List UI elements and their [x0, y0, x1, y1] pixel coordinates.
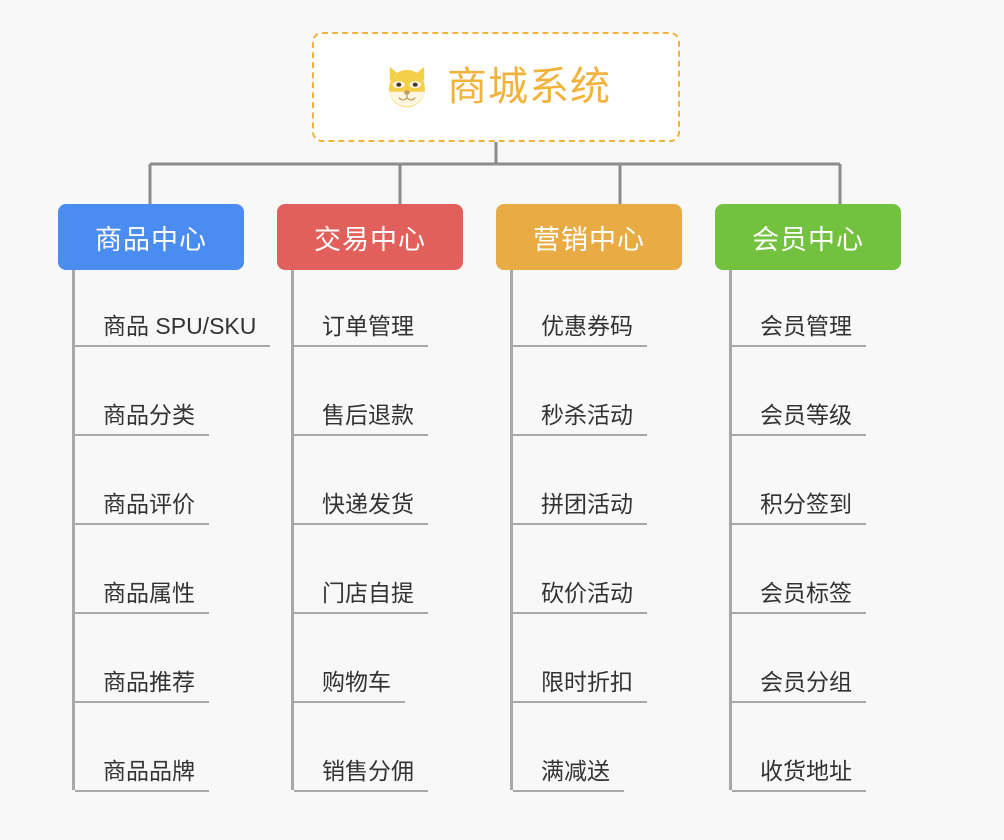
category-label: 会员中心	[752, 224, 864, 255]
category-column-marketing: 营销中心 优惠券码 秒杀活动 拼团活动 砍价活动 限时折扣	[496, 204, 715, 804]
list-item[interactable]: 收货地址	[729, 715, 934, 804]
list-item[interactable]: 商品属性	[72, 537, 277, 626]
leaf-label: 砍价活动	[541, 580, 633, 607]
list-item[interactable]: 满减送	[510, 715, 715, 804]
leaf-label: 商品品牌	[103, 758, 195, 785]
list-item[interactable]: 门店自提	[291, 537, 496, 626]
leaf-label: 订单管理	[322, 313, 414, 340]
leaf-label: 会员等级	[760, 402, 852, 429]
leaf-label: 商品属性	[103, 580, 195, 607]
list-item[interactable]: 售后退款	[291, 359, 496, 448]
list-item[interactable]: 限时折扣	[510, 626, 715, 715]
leaf-label: 售后退款	[322, 402, 414, 429]
leaf-label: 优惠券码	[541, 313, 633, 340]
list-item[interactable]: 会员分组	[729, 626, 934, 715]
leaf-label: 商品分类	[103, 402, 195, 429]
leaf-label: 快递发货	[322, 491, 414, 518]
list-item[interactable]: 商品 SPU/SKU	[72, 270, 277, 359]
leaf-label: 购物车	[322, 669, 391, 696]
root-title: 商城系统	[447, 65, 611, 109]
list-item[interactable]: 砍价活动	[510, 537, 715, 626]
leaf-label: 销售分佣	[322, 758, 414, 785]
branch-products: 商品 SPU/SKU 商品分类 商品评价 商品属性 商品推荐 商品品牌	[72, 270, 277, 804]
list-item[interactable]: 优惠券码	[510, 270, 715, 359]
list-item[interactable]: 积分签到	[729, 448, 934, 537]
category-box-member[interactable]: 会员中心	[715, 204, 901, 270]
root-node-mall-system[interactable]: 商城系统	[312, 32, 680, 142]
list-item[interactable]: 快递发货	[291, 448, 496, 537]
list-item[interactable]: 销售分佣	[291, 715, 496, 804]
list-item[interactable]: 商品品牌	[72, 715, 277, 804]
category-columns: 商品中心 商品 SPU/SKU 商品分类 商品评价 商品属性 商品推荐	[0, 204, 1004, 804]
leaf-label: 秒杀活动	[541, 402, 633, 429]
leaf-label: 会员分组	[760, 669, 852, 696]
leaf-label: 会员标签	[760, 580, 852, 607]
leaf-label: 商品 SPU/SKU	[103, 313, 257, 340]
leaf-label: 满减送	[541, 758, 610, 785]
list-item[interactable]: 拼团活动	[510, 448, 715, 537]
category-box-products[interactable]: 商品中心	[58, 204, 244, 270]
leaf-label: 积分签到	[760, 491, 852, 518]
category-column-products: 商品中心 商品 SPU/SKU 商品分类 商品评价 商品属性 商品推荐	[58, 204, 277, 804]
leaf-label: 商品推荐	[103, 669, 195, 696]
branch-trunk	[72, 270, 75, 790]
branch-member: 会员管理 会员等级 积分签到 会员标签 会员分组 收货地址	[729, 270, 934, 804]
branch-trunk	[729, 270, 732, 790]
list-item[interactable]: 商品分类	[72, 359, 277, 448]
category-label: 交易中心	[314, 224, 426, 255]
list-item[interactable]: 订单管理	[291, 270, 496, 359]
branch-trunk	[510, 270, 513, 790]
shiba-dog-face-icon	[389, 66, 425, 108]
category-column-member: 会员中心 会员管理 会员等级 积分签到 会员标签 会员分组	[715, 204, 934, 804]
category-box-trade[interactable]: 交易中心	[277, 204, 463, 270]
category-column-trade: 交易中心 订单管理 售后退款 快递发货 门店自提 购物车	[277, 204, 496, 804]
leaf-label: 拼团活动	[541, 491, 633, 518]
leaf-label: 门店自提	[322, 580, 414, 607]
list-item[interactable]: 会员管理	[729, 270, 934, 359]
list-item[interactable]: 会员等级	[729, 359, 934, 448]
leaf-label: 收货地址	[760, 758, 852, 785]
category-label: 商品中心	[95, 224, 207, 255]
leaf-label: 限时折扣	[541, 669, 633, 696]
category-box-marketing[interactable]: 营销中心	[496, 204, 682, 270]
branch-trade: 订单管理 售后退款 快递发货 门店自提 购物车 销售分佣	[291, 270, 496, 804]
branch-trunk	[291, 270, 294, 790]
list-item[interactable]: 秒杀活动	[510, 359, 715, 448]
list-item[interactable]: 商品评价	[72, 448, 277, 537]
branch-marketing: 优惠券码 秒杀活动 拼团活动 砍价活动 限时折扣 满减送	[510, 270, 715, 804]
list-item[interactable]: 购物车	[291, 626, 496, 715]
leaf-label: 商品评价	[103, 491, 195, 518]
leaf-label: 会员管理	[760, 313, 852, 340]
category-label: 营销中心	[533, 224, 645, 255]
list-item[interactable]: 会员标签	[729, 537, 934, 626]
list-item[interactable]: 商品推荐	[72, 626, 277, 715]
